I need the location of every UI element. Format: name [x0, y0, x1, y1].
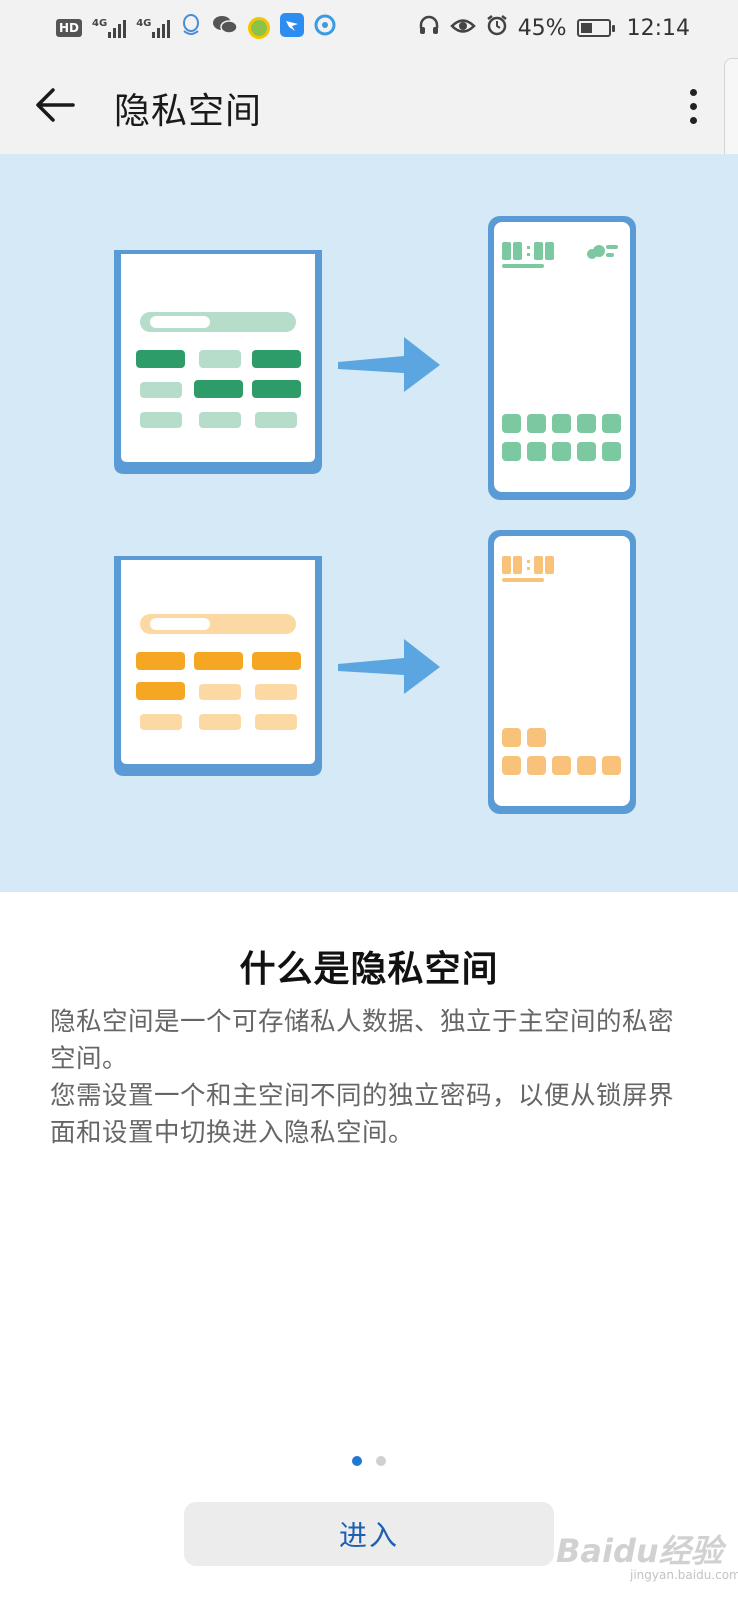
- hd-voice-icon: HD: [56, 19, 83, 37]
- page-dot-2[interactable]: [376, 1456, 386, 1466]
- qq-icon: [180, 13, 202, 43]
- arrow-icon-bottom: [338, 639, 440, 694]
- private-space-phone-green: [488, 216, 636, 500]
- main-space-phone-green: [114, 250, 322, 474]
- dingtalk-icon: [280, 13, 305, 43]
- status-right-group: 45% 12:14: [418, 14, 690, 42]
- enter-button[interactable]: 进入: [184, 1502, 554, 1566]
- intro-paragraph-1: 隐私空间是一个可存储私人数据、独立于主空间的私密空间。: [50, 1007, 675, 1074]
- battery-level-fill: [580, 23, 593, 33]
- signal-strength-icon-2: 4G: [136, 18, 171, 38]
- intro-description: 隐私空间是一个可存储私人数据、独立于主空间的私密空间。 您需设置一个和主空间不同…: [50, 1004, 690, 1152]
- main-space-phone-orange: [114, 556, 322, 776]
- headphone-icon: [418, 14, 440, 42]
- wechat-icon: [212, 14, 239, 42]
- intro-paragraph-2: 您需设置一个和主空间不同的独立密码，以便从锁屏界面和设置中切换进入隐私空间。: [50, 1081, 675, 1148]
- signal-strength-icon-1: 4G: [92, 18, 127, 38]
- eye-comfort-icon: [449, 16, 476, 41]
- app-notification-icon: [248, 17, 271, 39]
- illustration-panel: [0, 154, 738, 892]
- private-space-illustration: [114, 216, 636, 814]
- more-options-button[interactable]: [668, 78, 718, 134]
- status-bar: HD 4G 4G 45%: [0, 0, 738, 56]
- arrow-icon-top: [338, 337, 440, 392]
- browser-icon: [314, 14, 336, 42]
- status-left-group: HD 4G 4G: [56, 13, 336, 43]
- page-dot-1[interactable]: [352, 1456, 362, 1466]
- battery-icon: [576, 19, 615, 37]
- battery-percent: 45%: [517, 15, 567, 41]
- back-button[interactable]: [30, 80, 80, 130]
- private-space-phone-orange: [488, 530, 636, 814]
- clock-time: 12:14: [626, 15, 690, 41]
- alarm-icon: [486, 14, 508, 42]
- back-arrow-icon: [36, 88, 75, 122]
- page-title: 隐私空间: [114, 91, 263, 132]
- app-bar: 隐私空间: [0, 56, 738, 154]
- more-vert-icon: [689, 88, 697, 96]
- baidu-watermark: Baidu经验: [556, 1532, 723, 1570]
- baidu-watermark-url: jingyan.baidu.com: [630, 1568, 738, 1582]
- intro-heading: 什么是隐私空间: [239, 949, 499, 990]
- page-indicator: [0, 1456, 738, 1466]
